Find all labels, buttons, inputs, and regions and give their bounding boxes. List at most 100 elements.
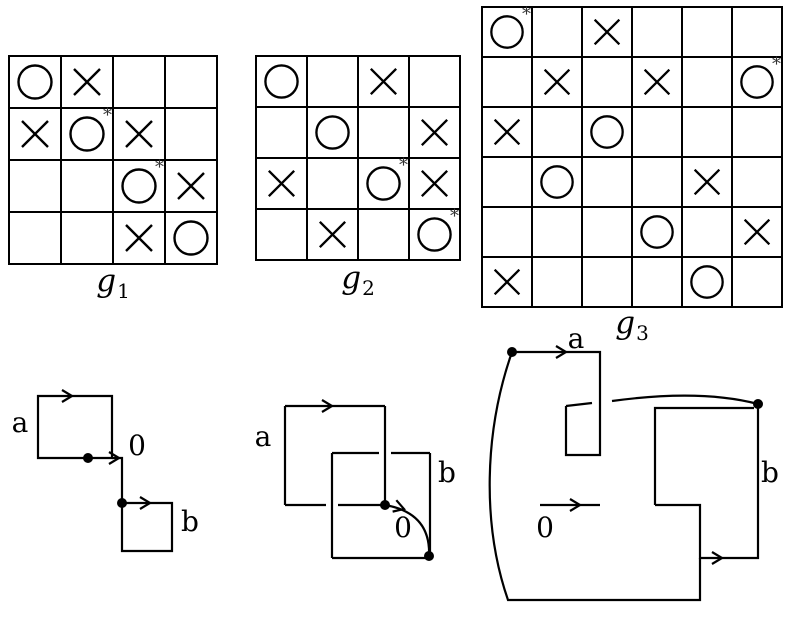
o-marker: * [67, 107, 112, 154]
grid-cell: * [61, 107, 113, 160]
grid-cell [582, 57, 632, 107]
grid-label-g2-subscript: 2 [362, 276, 375, 300]
grid-cell [482, 157, 532, 207]
loop-b [120, 501, 174, 553]
grid-cell [532, 107, 582, 157]
loop-a-step [512, 350, 602, 457]
grid-cell [582, 257, 632, 307]
grid-cell [9, 160, 61, 212]
star-marker: * [103, 105, 112, 126]
grid-cell [61, 160, 113, 212]
x-marker [67, 62, 107, 102]
o-marker: * [364, 157, 408, 203]
wavy-strand-2 [565, 401, 593, 408]
grid-cell [113, 108, 165, 160]
grid-cell [532, 57, 582, 107]
grid-cell [165, 56, 217, 108]
o-marker [313, 113, 352, 152]
loop-b [330, 451, 432, 560]
grid-cell [732, 107, 782, 157]
label-b: b [181, 505, 199, 538]
grid-label-g2-letter: g [341, 260, 362, 296]
label-zero: 0 [128, 429, 146, 462]
grid-cell [482, 207, 532, 257]
vertex-dot [83, 453, 93, 463]
arrowhead-edge-zero [569, 498, 583, 512]
grid-cell [732, 207, 782, 257]
o-marker [638, 213, 676, 251]
grid-cell [358, 209, 409, 260]
loop-b-right-bottom [655, 404, 760, 560]
grid-diagram-g1: ** [8, 55, 218, 265]
grid-cell: * [113, 159, 165, 212]
o-marker [15, 62, 55, 102]
o-marker [262, 62, 301, 101]
grid-cell [732, 7, 782, 57]
grid-cell [165, 108, 217, 160]
label-b: b [438, 456, 456, 489]
x-marker [119, 114, 159, 154]
o-marker: * [488, 6, 531, 51]
grid-cell [582, 107, 632, 157]
grid-cell [682, 7, 732, 57]
grid-cell [307, 158, 358, 209]
x-marker [262, 164, 301, 203]
label-a: a [255, 420, 272, 453]
x-marker [538, 63, 576, 101]
x-marker [15, 114, 55, 154]
o-marker [538, 163, 576, 201]
grid-cell [682, 57, 732, 107]
grid-cell [256, 107, 307, 158]
grid-cell [532, 207, 582, 257]
loop-a [36, 394, 114, 460]
x-marker [415, 164, 454, 203]
arrowhead-loop-b [711, 551, 725, 565]
grid-cell [532, 7, 582, 57]
grid-cell [482, 107, 532, 157]
label-a: a [568, 322, 585, 355]
grid-cell: * [409, 208, 460, 260]
o-marker [588, 113, 626, 151]
grid-label-g2: g2 [255, 260, 461, 300]
grid-cell [9, 56, 61, 108]
star-marker: * [522, 4, 531, 25]
x-marker [588, 13, 626, 51]
o-marker: * [415, 208, 459, 254]
o-marker: * [119, 159, 164, 206]
grid-cell [682, 257, 732, 307]
grid-cell [9, 212, 61, 264]
grid-cell [632, 257, 682, 307]
grid-label-g1-letter: g [96, 263, 117, 299]
grid-cell [307, 107, 358, 158]
edge-zero [112, 456, 124, 503]
grid-label-g3-subscript: 3 [636, 321, 649, 345]
grid-cell [632, 57, 682, 107]
arrowhead-edge-zero [392, 499, 407, 513]
grid-cell [256, 209, 307, 260]
grid-cell [165, 160, 217, 212]
grid-cell [632, 207, 682, 257]
grid-cell [482, 257, 532, 307]
grid-cell: * [482, 6, 532, 57]
grid-cell [256, 56, 307, 107]
star-marker: * [450, 206, 459, 227]
grid-cell [358, 107, 409, 158]
grid-cell [682, 107, 732, 157]
grid-label-g3-letter: g [615, 305, 636, 341]
grid-cell [732, 157, 782, 207]
grid-label-g1-subscript: 1 [117, 279, 130, 303]
grid-cell [532, 157, 582, 207]
grid-cell [582, 157, 632, 207]
grid-cell [113, 212, 165, 264]
x-marker [119, 218, 159, 258]
grid-cell: * [732, 56, 782, 107]
arrowhead-loop-a [555, 345, 569, 359]
grid-cell [409, 107, 460, 158]
x-marker [171, 166, 211, 206]
grid-cell [582, 207, 632, 257]
x-marker [688, 163, 726, 201]
grid-cell [682, 207, 732, 257]
arrowhead-loop-b [139, 496, 153, 510]
